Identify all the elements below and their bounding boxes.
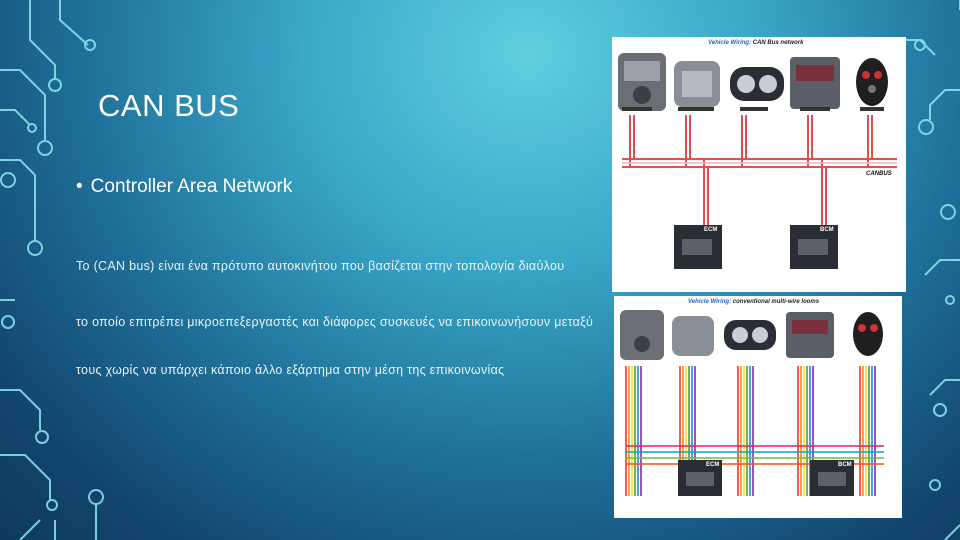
key-fob-icon [856,58,888,106]
transmission-icon [674,61,720,107]
ecm-module [678,460,722,496]
paragraph-2: το οποίο επιτρέπει μικροεπεξεργαστές και… [76,315,594,329]
slide-title: CAN BUS [98,88,240,123]
ecm-module [674,225,722,269]
transmission-icon [672,316,714,356]
engine-icon [618,53,666,111]
bullet-dot: • [76,176,83,197]
paragraph-1: Το (CAN bus) είναι ένα πρότυπο αυτοκινήτ… [76,259,565,273]
can-bus-diagram: Vehicle Wiring: CAN Bus network [612,37,906,292]
multi-wire-diagram-title: Vehicle Wiring: conventional multi-wire … [688,299,820,305]
bcm-label: BCM [838,462,852,468]
ecm-label: ECM [704,227,718,233]
dashboard-icon [730,67,784,101]
canbus-label: CANBUS [866,171,892,177]
door-panel-icon [786,312,834,358]
can-bus-diagram-title: Vehicle Wiring: CAN Bus network [708,40,804,46]
multi-wire-diagram: Vehicle Wiring: conventional multi-wire … [614,296,902,518]
paragraph-3: τους χωρίς να υπάρχει κάποιο άλλο εξάρτη… [76,363,505,377]
bullet-item: • Controller Area Network [76,176,292,198]
can-bus-wiring [618,53,897,269]
multi-wire-wiring [620,310,884,496]
ecm-label: ECM [706,462,720,468]
bcm-label: BCM [820,227,834,233]
dashboard-icon [724,320,776,350]
engine-icon [620,310,664,360]
bcm-module [810,460,854,496]
door-panel-icon [790,57,840,109]
bcm-module [790,225,838,269]
bullet-text: Controller Area Network [90,176,293,197]
key-fob-icon [853,312,883,356]
